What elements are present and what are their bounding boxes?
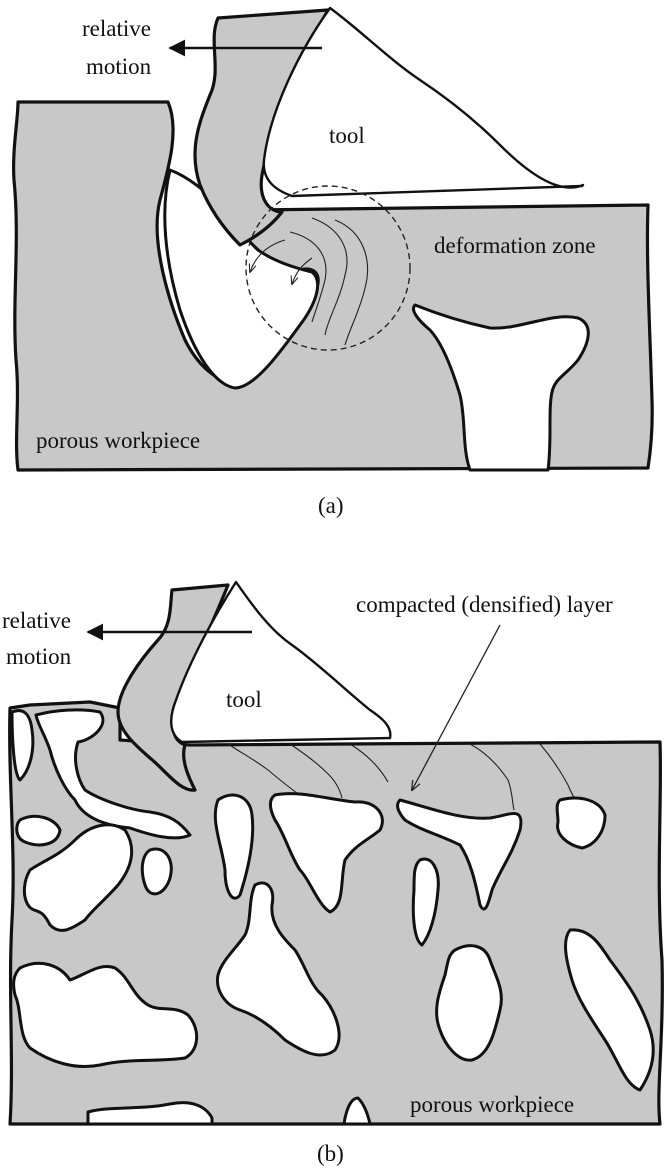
caption-a: (a)	[318, 493, 344, 518]
flow-arrow-2	[292, 257, 313, 284]
motion-label-a-1: relative	[82, 16, 151, 41]
pore-b-3	[15, 814, 62, 847]
tool-label-a: tool	[329, 123, 365, 148]
workpiece-label-a: porous workpiece	[36, 428, 200, 453]
tool-a	[262, 6, 585, 198]
tool-label-b: tool	[226, 687, 262, 712]
pore-b-12	[435, 944, 503, 1062]
deformation-zone-label: deformation zone	[434, 233, 596, 258]
compaction-line-3	[349, 743, 389, 783]
pore-b-15	[86, 1101, 214, 1126]
motion-label-a-2: motion	[86, 54, 152, 79]
pore-b-10	[215, 881, 341, 1057]
pore-b-4	[213, 793, 255, 900]
tool-b	[170, 580, 392, 744]
compaction-line-1	[227, 743, 301, 796]
motion-label-b-2: motion	[6, 644, 72, 669]
pore-b-9	[140, 847, 173, 896]
panel-a: relative motion tool deformation zone po…	[12, 6, 654, 518]
pore-b-16	[342, 1096, 372, 1126]
panel-b: relative motion tool compacted (densifie…	[2, 580, 664, 1166]
pore-b-13	[12, 961, 199, 1068]
layer-pointer-arrow	[412, 624, 501, 790]
workpiece-label-b: porous workpiece	[410, 1092, 574, 1117]
pore-b-6	[396, 798, 523, 911]
pore-b-2	[34, 708, 192, 840]
flow-arrow-1	[250, 239, 286, 272]
pore-b-14	[564, 928, 655, 1092]
motion-label-b-1: relative	[2, 608, 71, 633]
compaction-line-2	[289, 743, 343, 799]
shear-line-2	[334, 219, 368, 346]
caption-b: (b)	[317, 1141, 344, 1166]
pore-b-8	[22, 823, 134, 932]
pore-b-11	[411, 857, 440, 947]
shear-line-1	[311, 217, 348, 336]
compacted-layer-label: compacted (densified) layer	[356, 592, 613, 617]
compaction-line-4	[469, 743, 515, 811]
deformation-zone-circle	[245, 185, 411, 351]
pore-b-5	[269, 792, 384, 914]
pore-b-1	[10, 709, 35, 782]
shear-line-3	[289, 231, 327, 323]
pore-b-7	[555, 796, 607, 850]
pore-a-right	[412, 303, 590, 472]
